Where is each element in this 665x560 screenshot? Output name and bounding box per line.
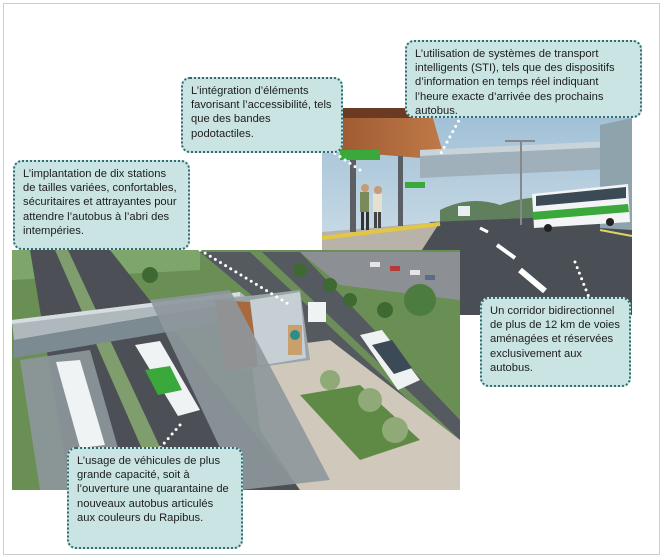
callout-sti: L’utilisation de systèmes de transport i… bbox=[405, 40, 642, 118]
callout-accessibility: L’intégration d’éléments favorisant l’ac… bbox=[181, 77, 343, 153]
callout-vehicles-text: L’usage de véhicules de plus grande capa… bbox=[77, 455, 229, 524]
callout-accessibility-text: L’intégration d’éléments favorisant l’ac… bbox=[191, 85, 332, 140]
aerial-view-image bbox=[12, 250, 460, 490]
callout-corridor-text: Un corridor bidirectionnel de plus de 12… bbox=[490, 305, 620, 374]
callout-sti-text: L’utilisation de systèmes de transport i… bbox=[415, 48, 615, 117]
callout-corridor: Un corridor bidirectionnel de plus de 12… bbox=[480, 297, 631, 387]
callout-vehicles: L’usage de véhicules de plus grande capa… bbox=[67, 447, 243, 549]
callout-stations: L’implantation de dix stations de taille… bbox=[13, 160, 190, 250]
callout-connectors bbox=[158, 98, 592, 450]
callout-stations-text: L’implantation de dix stations de taille… bbox=[23, 168, 177, 237]
